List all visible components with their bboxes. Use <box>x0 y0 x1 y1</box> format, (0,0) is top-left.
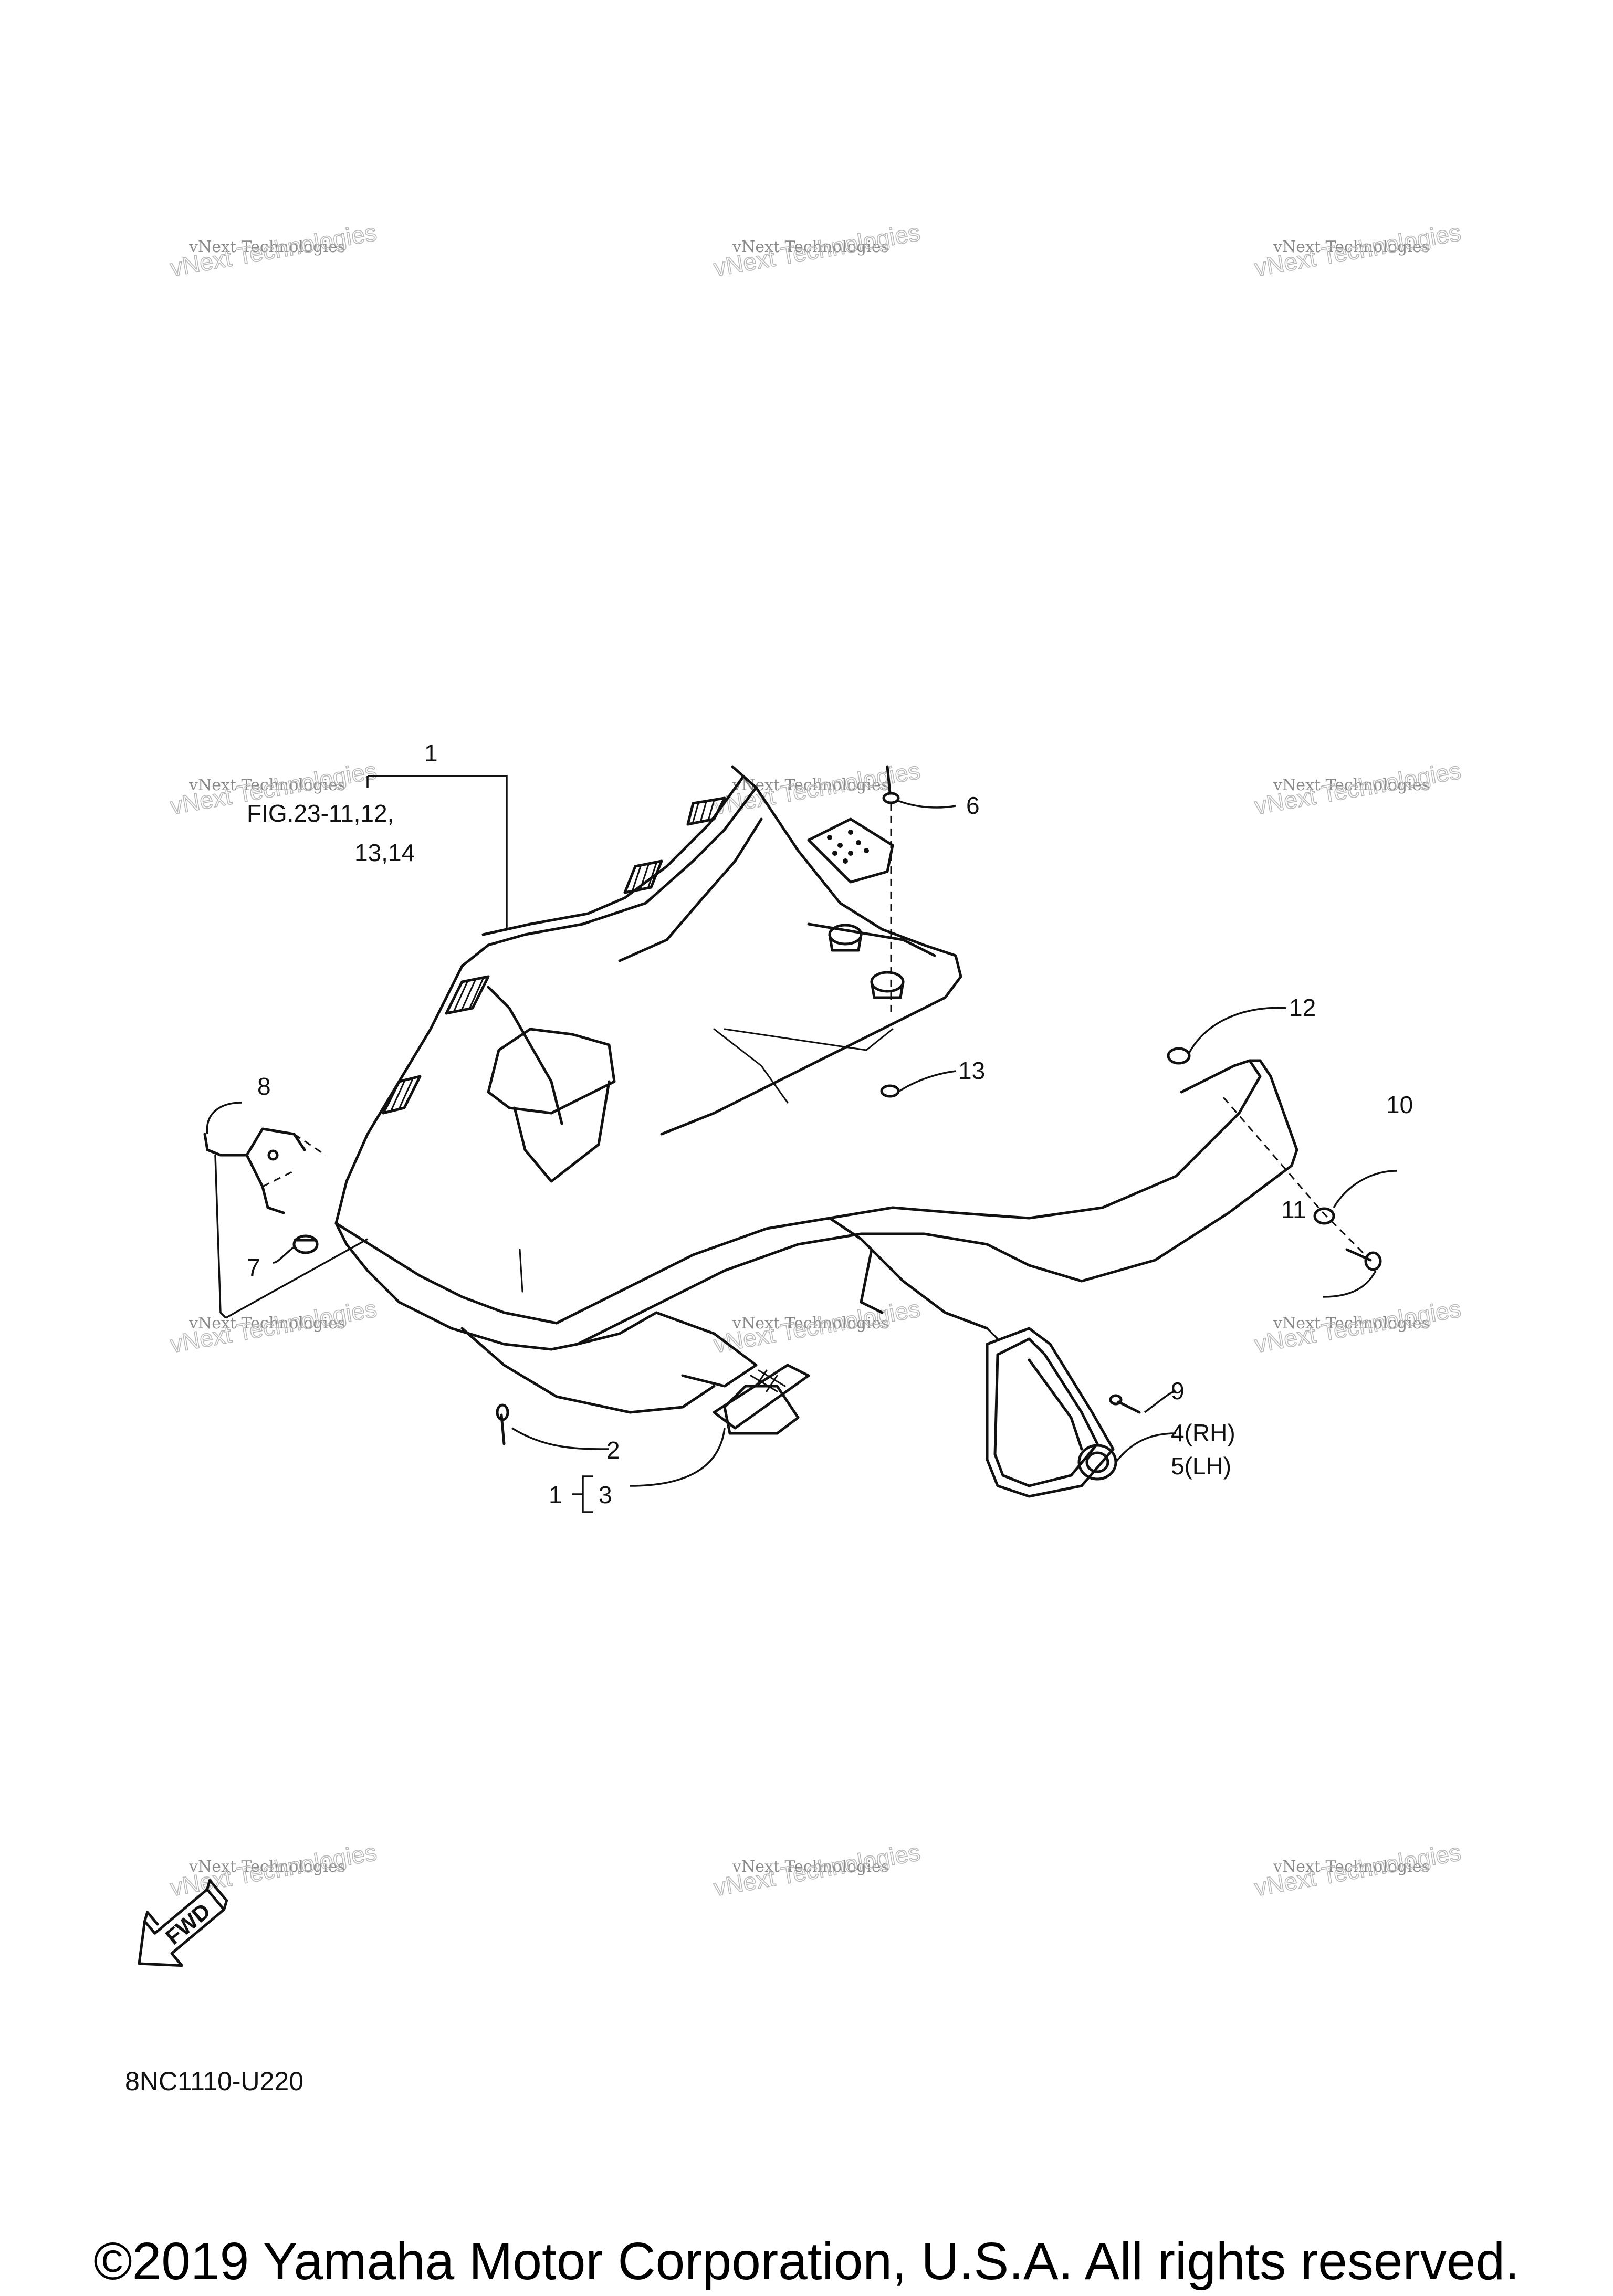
bracket-part-8 <box>203 1127 326 1214</box>
watermark: vNext Technologies vNext Technologies <box>167 1838 379 1902</box>
watermarks: vNext Technologies vNext Technologies vN… <box>167 218 1463 1902</box>
callout-3: 3 <box>599 1481 612 1508</box>
leader-line-8-b <box>225 1238 368 1319</box>
callout-10: 10 <box>1386 1091 1413 1118</box>
callout-1: 1 <box>424 739 438 767</box>
callout-13: 13 <box>958 1057 985 1084</box>
watermark-text: vNext Technologies <box>732 238 889 256</box>
watermark: vNext Technologies vNext Technologies <box>1252 1294 1463 1358</box>
callout-9: 9 <box>1171 1377 1185 1404</box>
watermark-text: vNext Technologies <box>732 1314 889 1333</box>
watermark: vNext Technologies vNext Technologies <box>711 1294 923 1358</box>
nut-part-12 <box>1167 1047 1191 1065</box>
clip-part-2 <box>496 1403 509 1445</box>
watermark-text: vNext Technologies <box>188 776 345 794</box>
callout-2: 2 <box>606 1437 620 1464</box>
callout-11: 11 <box>1281 1196 1306 1223</box>
watermark-text-outline: vNext Technologies <box>168 1295 379 1358</box>
callout-8: 8 <box>257 1073 271 1100</box>
callout-7: 7 <box>247 1254 260 1281</box>
vent-duct-part-4-5 <box>986 1327 1117 1498</box>
callout-labels: 1 FIG.23-11,12, 13,14 6 13 12 10 11 8 7 … <box>247 739 1413 1508</box>
figure-reference-line-1: FIG.23-11,12, <box>247 800 394 827</box>
watermark-text-outline: vNext Technologies <box>1252 1838 1463 1901</box>
leader-lines <box>206 775 1397 1513</box>
watermark-text: vNext Technologies <box>188 1314 345 1333</box>
watermark-text: vNext Technologies <box>1273 776 1430 794</box>
watermark-text: vNext Technologies <box>188 1858 345 1876</box>
screw-part-6 <box>807 765 900 1013</box>
watermark-text-outline: vNext Technologies <box>1252 218 1463 281</box>
watermark-text-outline: vNext Technologies <box>1252 757 1463 820</box>
leader-line-8-a <box>214 1155 227 1319</box>
watermark: vNext Technologies vNext Technologies <box>167 218 379 282</box>
callout-4: 4(RH) <box>1171 1419 1235 1446</box>
callout-1-group: 1 <box>549 1481 562 1508</box>
callout-5: 5(LH) <box>1171 1452 1231 1480</box>
callout-12: 12 <box>1289 994 1316 1021</box>
watermark: vNext Technologies vNext Technologies <box>711 1838 923 1902</box>
diagram-code: 8NC1110-U220 <box>125 2067 304 2096</box>
pad-part-3 <box>713 1364 810 1430</box>
watermark-text: vNext Technologies <box>188 238 345 256</box>
figure-reference-line-2: 13,14 <box>354 839 415 866</box>
watermark-text: vNext Technologies <box>732 1858 889 1876</box>
front-cover-part-1 <box>334 765 1298 1435</box>
mounting-bosses <box>828 924 905 999</box>
watermark-text: vNext Technologies <box>1273 1858 1430 1876</box>
fastener-axis-dashed <box>1222 1097 1366 1256</box>
watermark-text-outline: vNext Technologies <box>168 218 379 281</box>
watermark: vNext Technologies vNext Technologies <box>1252 218 1463 282</box>
watermark-text-outline: vNext Technologies <box>1252 1295 1463 1358</box>
washer-part-13 <box>880 1084 900 1098</box>
watermark-text-outline: vNext Technologies <box>711 1838 922 1901</box>
watermark-text-outline: vNext Technologies <box>168 1838 379 1901</box>
bolt-part-11 <box>1345 1248 1382 1271</box>
watermark-text: vNext Technologies <box>1273 1314 1430 1333</box>
watermark-text-outline: vNext Technologies <box>711 218 922 281</box>
copyright-notice: ©2019 Yamaha Motor Corporation, U.S.A. A… <box>93 2232 1520 2291</box>
watermark: vNext Technologies vNext Technologies <box>1252 1838 1463 1902</box>
watermark-text: vNext Technologies <box>1273 238 1430 256</box>
vent-slots <box>382 796 726 1115</box>
watermark: vNext Technologies vNext Technologies <box>1252 756 1463 820</box>
screw-part-9 <box>1109 1394 1141 1414</box>
callout-6: 6 <box>966 792 980 819</box>
watermark-text-outline: vNext Technologies <box>711 1295 922 1358</box>
grommet-part-7 <box>292 1234 319 1254</box>
watermark: vNext Technologies vNext Technologies <box>167 1294 379 1358</box>
watermark: vNext Technologies vNext Technologies <box>711 218 923 282</box>
washer-part-10 <box>1313 1207 1335 1225</box>
